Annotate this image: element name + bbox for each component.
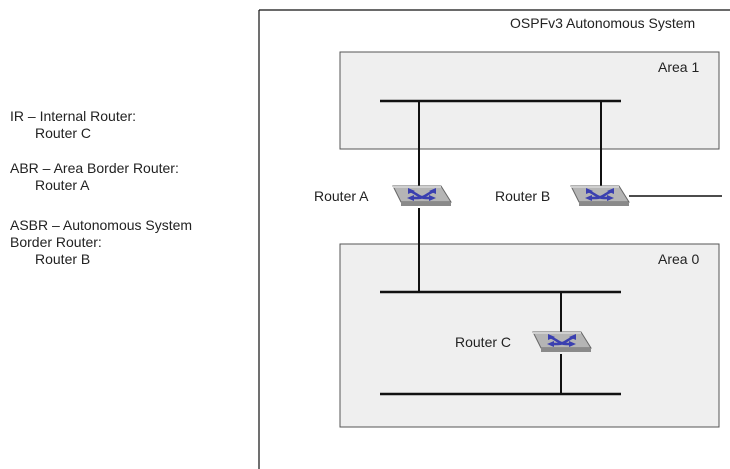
area-0-label: Area 0	[658, 251, 699, 267]
legend-abr-term: ABR – Area Border Router:	[10, 160, 179, 176]
router-b-label: Router B	[495, 188, 550, 204]
legend-asbr-term2: Border Router:	[10, 234, 102, 250]
legend-asbr-value: Router B	[35, 251, 91, 267]
legend-ir-value: Router C	[35, 125, 92, 141]
legend-abr: ABR – Area Border Router: Router A	[10, 160, 179, 194]
legend-asbr-term: ASBR – Autonomous System	[10, 217, 193, 233]
system-label: OSPFv3 Autonomous System	[510, 15, 695, 31]
legend-ir-term: IR – Internal Router:	[10, 108, 137, 124]
legend-asbr: ASBR – Autonomous System Border Router: …	[10, 217, 192, 268]
area-1-label: Area 1	[658, 59, 699, 75]
area-0-box	[339, 243, 720, 428]
legend-ir: IR – Internal Router: Router C	[10, 108, 136, 142]
autonomous-system-boundary	[258, 9, 730, 469]
router-c-label: Router C	[455, 334, 511, 350]
router-icon	[391, 184, 453, 208]
router-icon	[531, 330, 593, 354]
legend-abr-value: Router A	[35, 177, 90, 193]
router-a-label: Router A	[314, 188, 369, 204]
router-icon	[569, 184, 631, 208]
